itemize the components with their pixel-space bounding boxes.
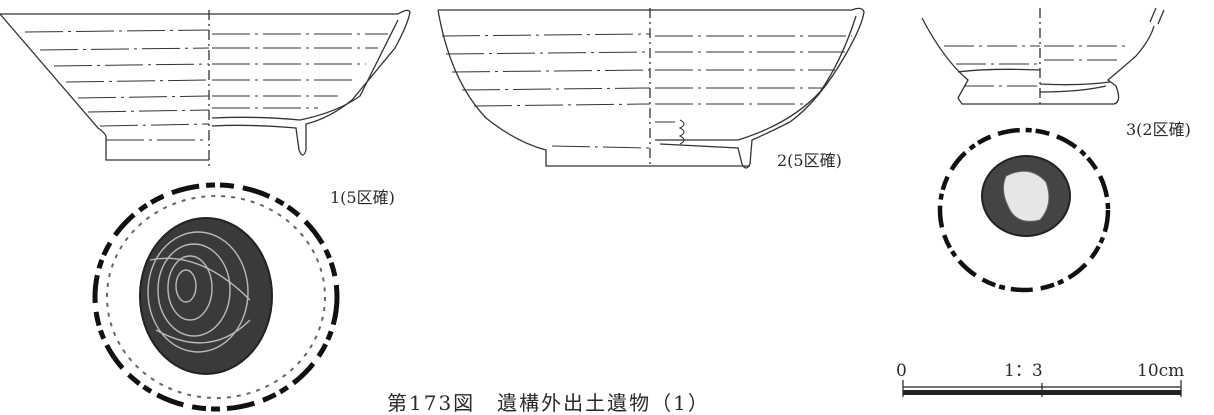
rubbing-1-outer-ring — [92, 182, 340, 412]
figure-3-label: 3(2区確) — [1126, 120, 1191, 139]
bowl-2-foot-marks — [678, 119, 685, 145]
rubbing-3-worn-area — [1002, 170, 1050, 222]
scale-bar — [902, 380, 1182, 397]
scale-ratio-label: 1：3 — [1004, 361, 1043, 381]
bowl-2-rim-lines — [441, 33, 852, 149]
bowl-3-outline — [921, 17, 1155, 105]
bowl-1-drawing — [0, 9, 411, 166]
bowl-3-rim-break — [1149, 7, 1165, 25]
scale-start-label: 0 — [896, 361, 907, 381]
rubbing-1-rim — [106, 195, 326, 399]
rubbing-1-swirl-marks — [147, 231, 251, 353]
bowl-1-rim-lines — [24, 29, 388, 141]
figure-2-label: 2(5区確) — [777, 151, 842, 170]
bowl-2-drawing — [437, 7, 865, 169]
scale-end-label: 10cm — [1137, 361, 1185, 381]
bowl-3-rim-lines — [944, 45, 1130, 87]
rubbing-3-outer-ring — [937, 127, 1111, 293]
bowl-1-inner-floor — [211, 19, 399, 121]
bowl-2-inner-floor — [655, 15, 857, 141]
bowl-3-inner-floor — [957, 68, 1111, 93]
bowl-3-base-rubbing — [937, 127, 1111, 293]
bowl-1-base-rubbing — [92, 182, 340, 412]
bowl-3-drawing — [921, 7, 1165, 108]
figure-1-label: 1(5区確) — [330, 188, 395, 207]
bowl-2-outline — [437, 7, 865, 169]
figure-caption: 第173図 遺構外出土遺物（1） — [387, 391, 710, 415]
bowl-1-outline — [0, 9, 411, 161]
